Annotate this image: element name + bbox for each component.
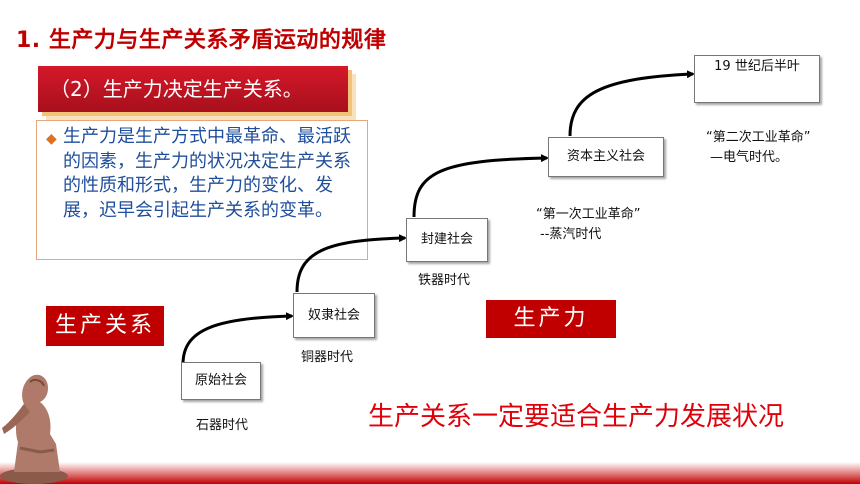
forces-label: 生产力 [486, 300, 616, 338]
conclusion-text: 生产关系一定要适合生产力发展状况 [368, 402, 785, 432]
era-bronze: 铜器时代 [301, 350, 354, 365]
footer-band [0, 462, 860, 484]
stage-slave-label: 奴隶社会 [307, 308, 360, 323]
first-industrial-revolution: “第一次工业革命” --蒸汽时代 [536, 205, 640, 245]
stage-primitive-label: 原始社会 [194, 373, 247, 388]
stage-capitalist: 资本主义社会 [548, 137, 664, 177]
second-revolution-title: “第二次工业革命” [706, 130, 811, 145]
first-revolution-era: --蒸汽时代 [540, 227, 602, 242]
explanation-text: 生产力是生产方式中最革命、最活跃的因素，生产力的状况决定生产关系的性质和形式，生… [63, 126, 351, 221]
first-revolution-title: “第一次工业革命” [536, 207, 641, 222]
subtitle-banner: （2）生产力决定生产关系。 [38, 66, 348, 112]
diamond-bullet-icon: ◆ [46, 131, 57, 147]
stage-late-19th-century-label: 19 世纪后半叶 [714, 59, 800, 74]
stage-late-19th-century: 19 世纪后半叶 [694, 55, 820, 103]
arrow-3 [412, 154, 549, 218]
arrow-2 [295, 234, 407, 293]
second-industrial-revolution: “第二次工业革命” —电气时代。 [706, 128, 810, 168]
thinker-statue-icon [0, 374, 68, 484]
era-stone: 石器时代 [196, 418, 249, 433]
arrow-1 [181, 312, 294, 365]
explanation-box: ◆ 生产力是生产方式中最革命、最活跃的因素，生产力的状况决定生产关系的性质和形式… [36, 120, 368, 260]
stage-primitive: 原始社会 [181, 362, 261, 400]
era-iron: 铁器时代 [418, 273, 471, 288]
stage-feudal: 封建社会 [406, 218, 488, 262]
relations-label: 生产关系 [46, 306, 164, 346]
stage-feudal-label: 封建社会 [420, 232, 473, 247]
second-revolution-era: —电气时代。 [710, 150, 789, 165]
stage-slave: 奴隶社会 [293, 293, 375, 338]
stage-capitalist-label: 资本主义社会 [566, 149, 645, 164]
arrow-4 [568, 70, 695, 137]
slide-title: 1. 生产力与生产关系矛盾运动的规律 [16, 28, 387, 53]
